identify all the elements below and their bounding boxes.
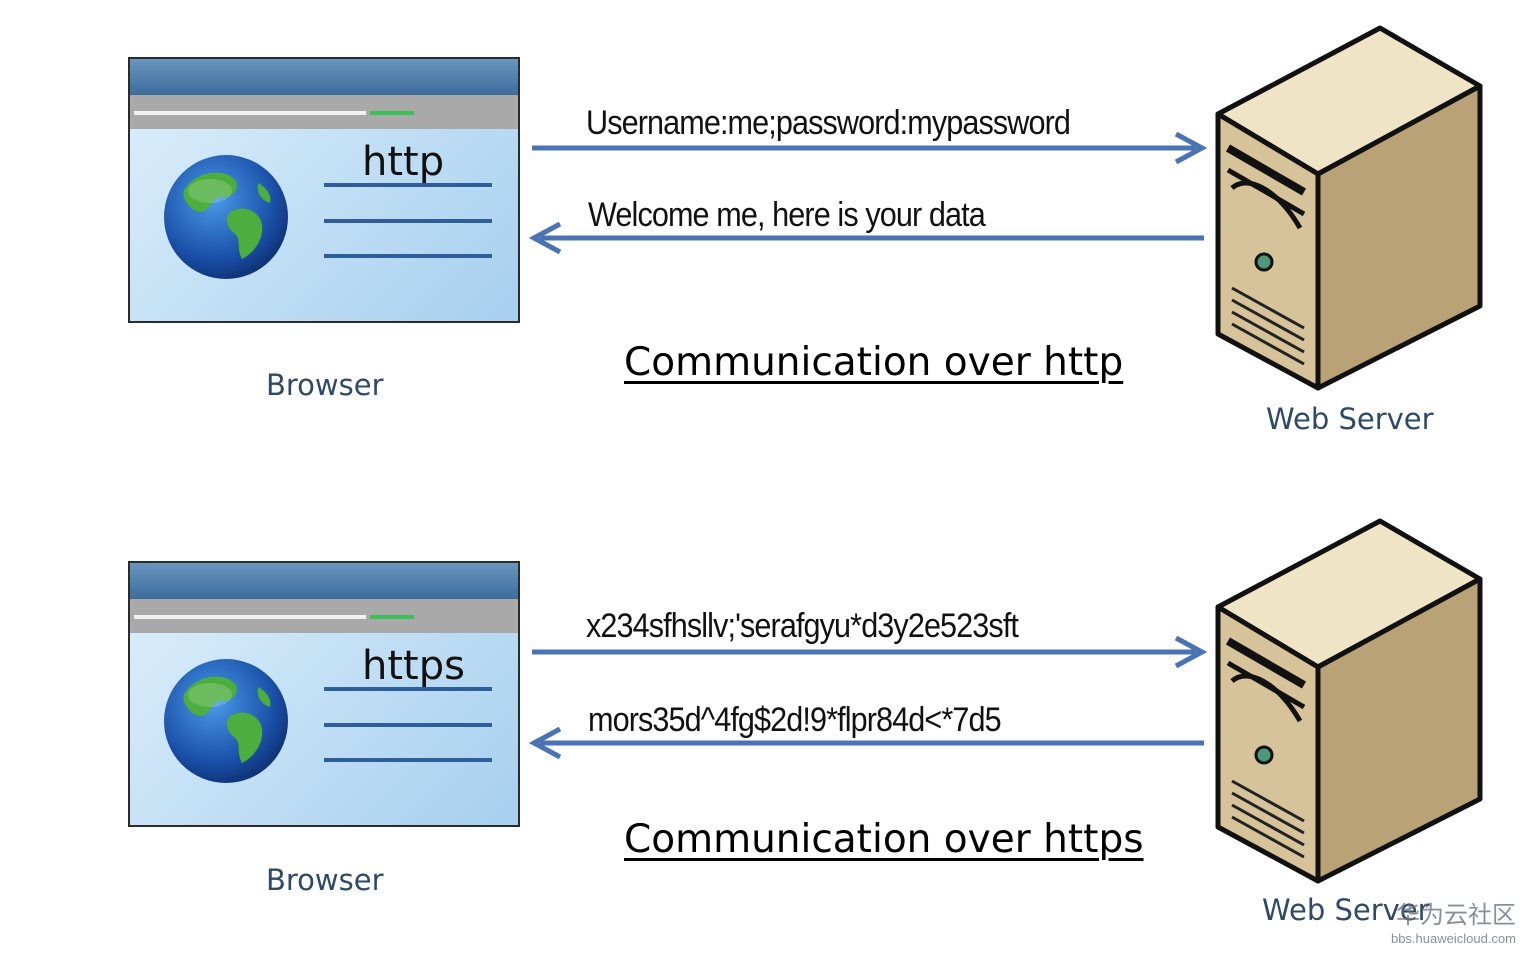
globe-icon [164, 155, 288, 279]
browser-address-bar [130, 599, 518, 633]
http-section: http Browser Username:me;password:mypass… [128, 25, 1483, 436]
server-icon [1215, 518, 1483, 884]
response-message: mors35d^4fg$2d!9*flpr84d<*7d5 [588, 701, 1002, 739]
address-bar-line [134, 615, 366, 619]
browser-titlebar [130, 59, 518, 95]
message-arrows [528, 131, 1208, 255]
content-line [324, 254, 492, 258]
browser-window-https: https [128, 561, 520, 827]
browser-window-http: http [128, 57, 520, 323]
server-label: Web Server [1262, 893, 1430, 927]
protocol-label: https [362, 643, 465, 689]
protocol-label: http [362, 139, 445, 185]
section-caption: Communication over http [624, 340, 1124, 385]
server-label: Web Server [1266, 402, 1434, 436]
address-bar-progress [370, 615, 414, 619]
content-line [324, 687, 492, 691]
content-line [324, 183, 492, 187]
browser-label: Browser [266, 863, 384, 897]
content-line [324, 758, 492, 762]
section-caption: Communication over https [624, 817, 1144, 862]
watermark-brand: 华为云社区 [1396, 902, 1516, 929]
browser-titlebar [130, 563, 518, 599]
address-bar-progress [370, 111, 414, 115]
browser-label: Browser [266, 368, 384, 402]
response-arrow [528, 221, 1204, 255]
content-line [324, 723, 492, 727]
globe-icon [164, 659, 288, 783]
content-line [324, 219, 492, 223]
server-icon [1215, 25, 1483, 391]
browser-page: http [130, 129, 518, 321]
response-message: Welcome me, here is your data [588, 196, 986, 234]
address-bar-line [134, 111, 366, 115]
request-message: Username:me;password:mypassword [586, 104, 1071, 142]
browser-address-bar [130, 95, 518, 129]
request-message: x234sfhsllv;'serafgyu*d3y2e523sft [586, 607, 1019, 645]
watermark-url: bbs.huaweicloud.com [1390, 931, 1516, 946]
https-section: https Browser x234sfhsllv;'serafgyu*d3y2… [0, 481, 1538, 962]
response-arrow [528, 726, 1204, 760]
browser-page: https [130, 633, 518, 825]
request-arrow [532, 131, 1208, 165]
request-arrow [532, 635, 1208, 669]
message-arrows [528, 635, 1208, 760]
